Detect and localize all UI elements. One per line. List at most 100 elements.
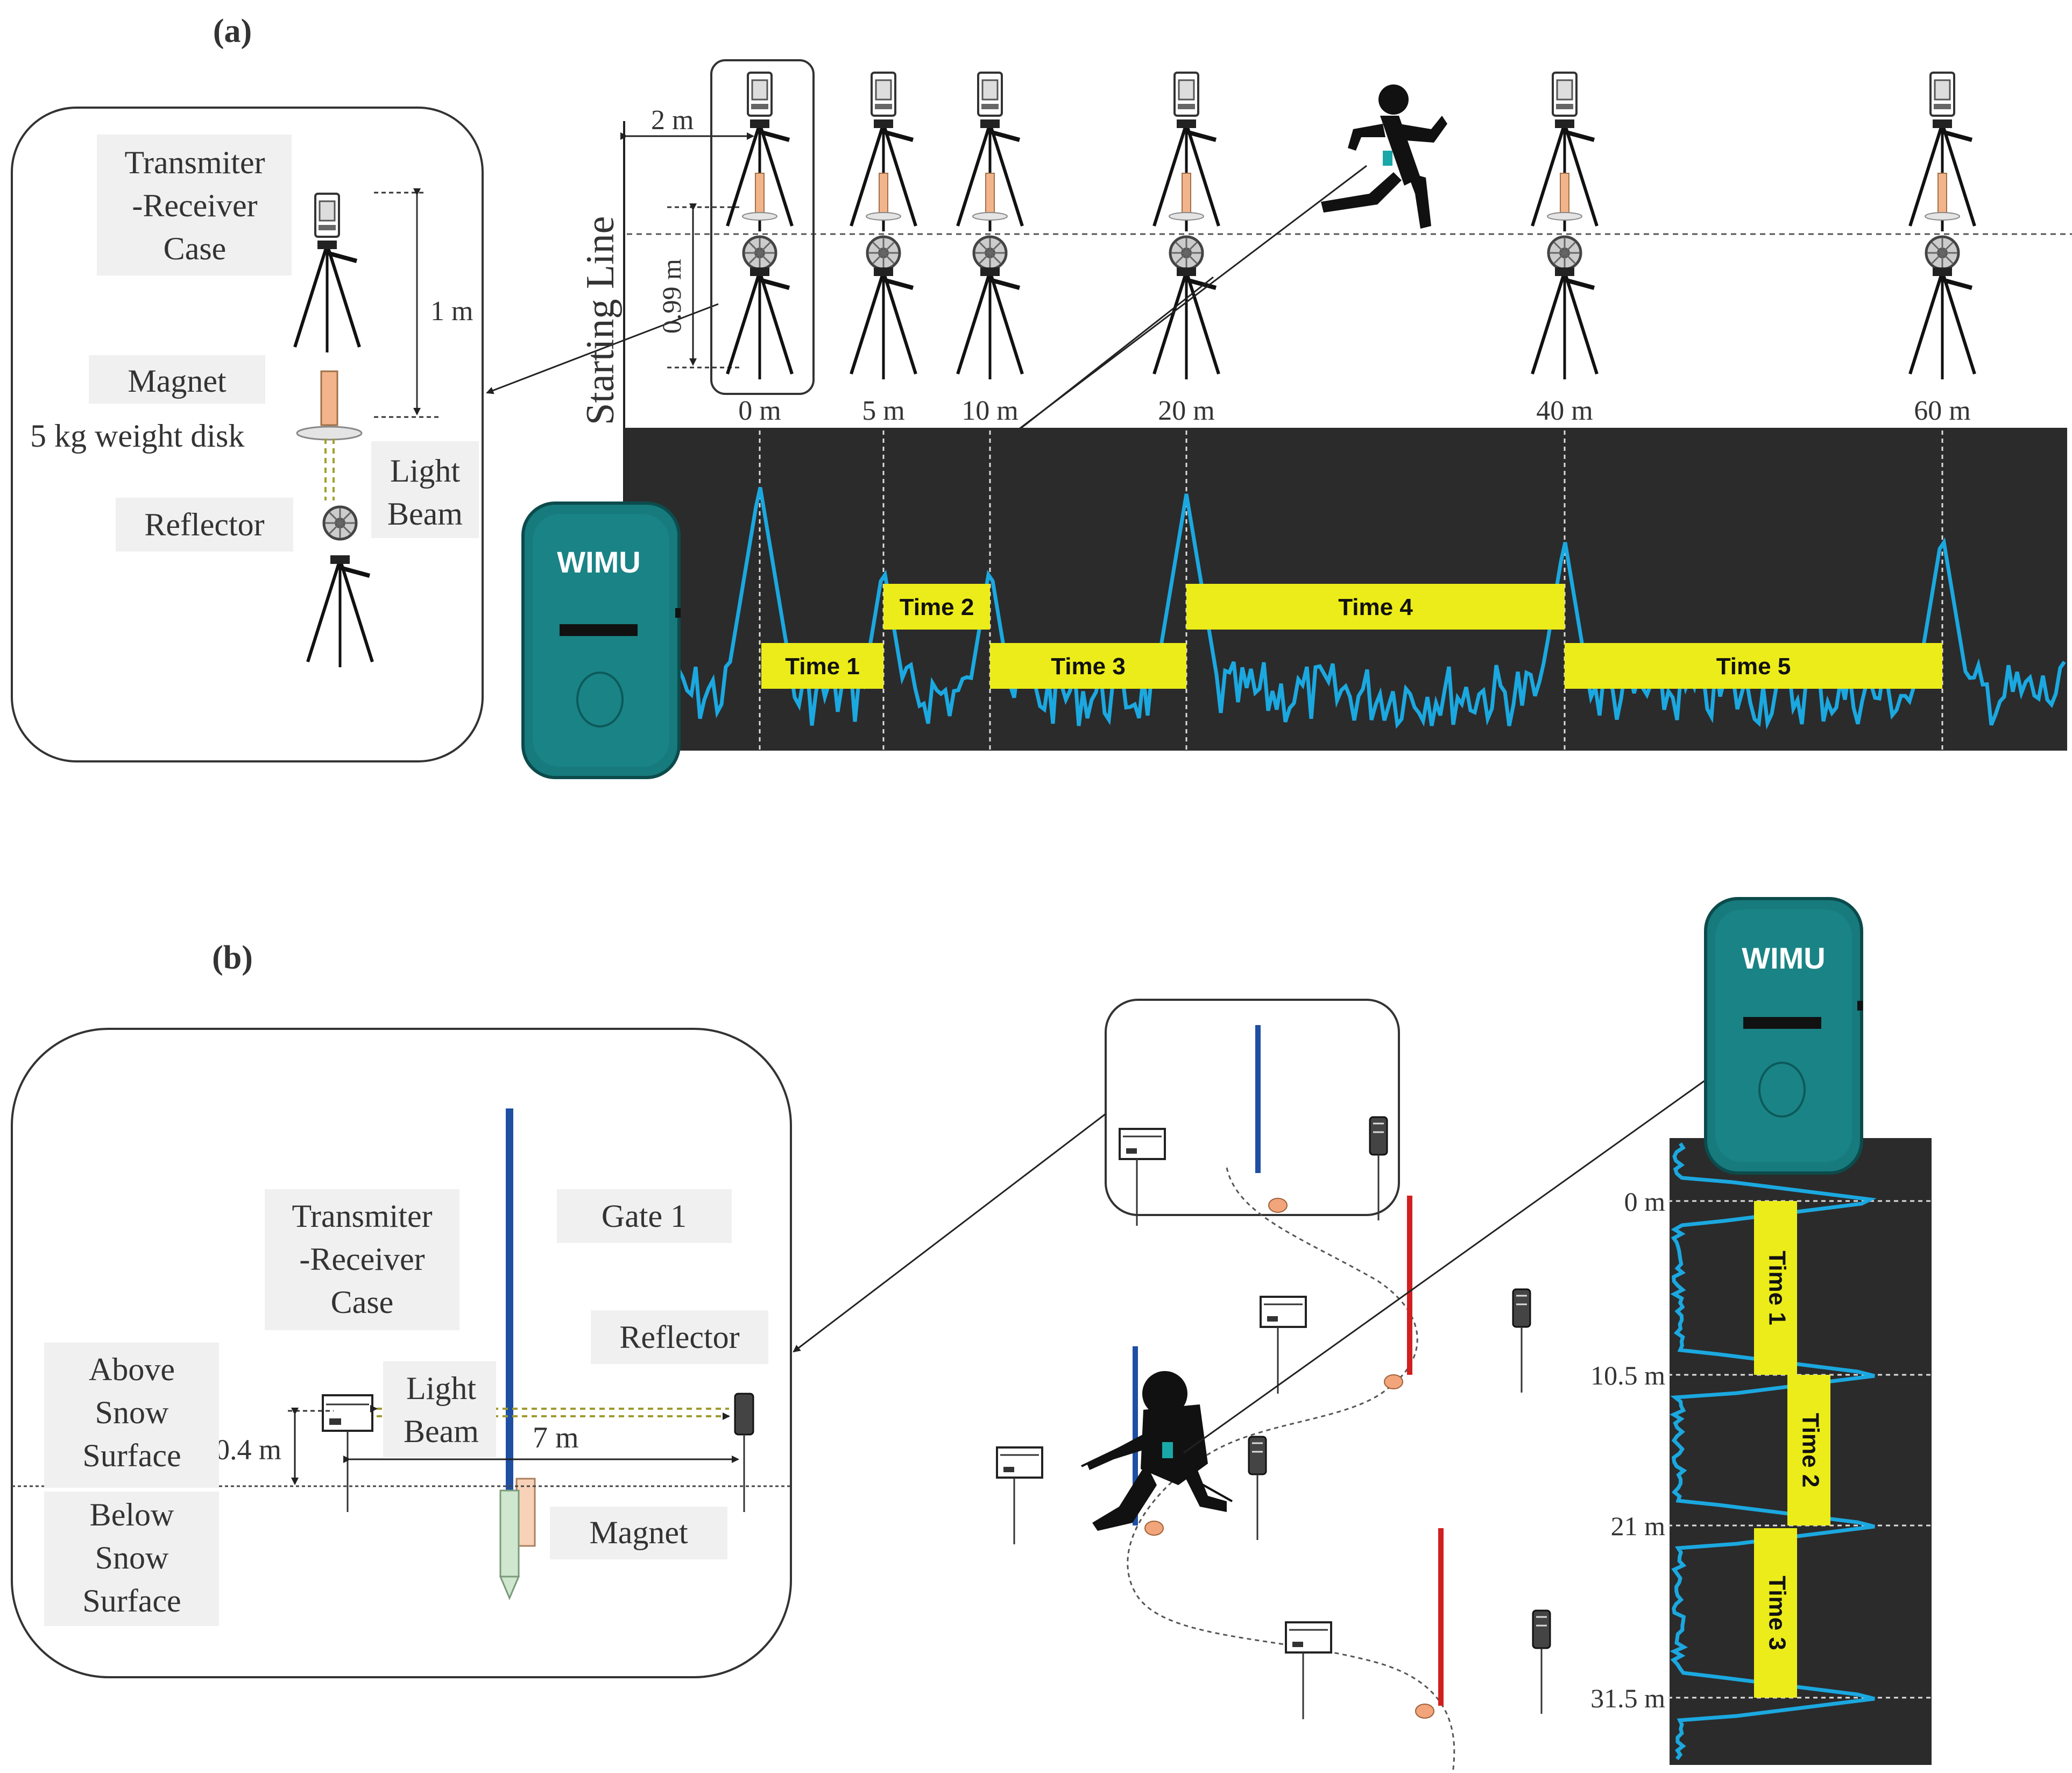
- time-label-a-2: Time 3: [1051, 653, 1126, 680]
- time-box-b-1: [1787, 1375, 1830, 1525]
- station-reflector: [1926, 237, 1958, 269]
- magnet-b: [515, 1478, 536, 1547]
- inset-a-transmitter-line1: Transmiter: [124, 145, 265, 180]
- station-5: [1910, 72, 1975, 379]
- inset-b-transmitter-line3: Case: [331, 1284, 394, 1320]
- inset-b-transmitter-line1: Transmiter: [292, 1198, 432, 1234]
- gate-detail: [1255, 1025, 1288, 1213]
- inset-b-width: 7 m: [533, 1421, 579, 1454]
- inset-b-above-line2: Snow: [95, 1395, 169, 1430]
- gap-label: 0.99 m: [656, 259, 687, 334]
- time-box-a-0: [761, 643, 883, 689]
- station-highlight-box: [710, 59, 815, 395]
- inset-b-below-line2: Snow: [95, 1540, 169, 1576]
- wimu-device-a: [521, 501, 681, 779]
- time-label-b-2: Time 3: [1764, 1576, 1790, 1650]
- station-reflector: [1170, 237, 1203, 269]
- course-reflector-4: [1532, 1609, 1551, 1715]
- panel-b-label: (b): [212, 940, 253, 976]
- wimu-label-a: WIMU: [557, 545, 641, 579]
- inset-a-beam-line1: Light: [390, 453, 460, 489]
- distance-label-a-0: 0 m: [738, 395, 781, 426]
- inset-b-above-line3: Surface: [82, 1438, 181, 1473]
- station-reflector: [744, 237, 776, 269]
- wimu-device-b: [1704, 897, 1863, 1175]
- time-box-b-2: [1754, 1528, 1797, 1698]
- skier-pointer: [1183, 1062, 1731, 1454]
- station-magnet: [879, 173, 888, 216]
- inset-a-magnet: Magnet: [128, 363, 227, 399]
- station-0: [727, 72, 792, 379]
- inset-b-magnet: Magnet: [589, 1515, 688, 1550]
- time-segments-b: Time 1 Time 2 Time 3: [1754, 1201, 1830, 1698]
- magnet-bar: [320, 370, 338, 426]
- course-pointer: [793, 1113, 1106, 1353]
- inset-b-transmitter: [322, 1394, 373, 1512]
- time-label-b-0: Time 1: [1764, 1251, 1790, 1325]
- inset-a-weight: 5 kg weight disk: [30, 418, 244, 454]
- inset-b-below-line3: Surface: [82, 1583, 181, 1619]
- inset-b-beam-line2: Beam: [404, 1414, 479, 1449]
- station-transmitter: [1929, 72, 1955, 117]
- starting-line-label: Starting Line: [578, 216, 623, 425]
- inset-a-reflector-label: Reflector: [144, 507, 264, 542]
- course-gate-2: [1384, 1196, 1412, 1389]
- inset-a-height-label: 1 m: [430, 296, 473, 327]
- station-transmitter: [871, 72, 896, 117]
- inset-a-transmitter-line2: -Receiver: [132, 188, 257, 223]
- station-3: [1154, 72, 1219, 379]
- station-1: [851, 72, 916, 379]
- time-label-a-3: Time 4: [1338, 594, 1413, 620]
- time-box-a-1: [883, 584, 990, 630]
- time-label-a-1: Time 2: [900, 594, 974, 620]
- inset-a-pointer: [486, 303, 719, 394]
- time-box-a-2: [990, 643, 1186, 689]
- time-label-a-0: Time 1: [785, 653, 860, 680]
- time-box-b-0: [1754, 1201, 1797, 1375]
- inset-a-transmitter-line3: Case: [164, 231, 227, 266]
- station-magnet: [1560, 173, 1569, 216]
- distance-label-a-5: 60 m: [1914, 395, 1970, 426]
- station-reflector: [1548, 237, 1581, 269]
- runner-silhouette: [1321, 84, 1447, 229]
- panel-a-label: (a): [213, 13, 252, 50]
- distance-label-a-1: 5 m: [862, 395, 904, 426]
- distance-label-a-2: 10 m: [961, 395, 1018, 426]
- course-transmitter-4: [1285, 1621, 1332, 1720]
- station-magnet: [755, 173, 765, 216]
- inset-b-reflector-label: Reflector: [619, 1319, 739, 1355]
- inset-a-reflector: [324, 507, 356, 539]
- offset-label: 2 m: [651, 105, 694, 136]
- stake-b: [499, 1489, 520, 1578]
- inset-b-gate: Gate 1: [602, 1198, 687, 1234]
- course-reflector-3: [1248, 1436, 1267, 1541]
- inset-b-below-line1: Below: [90, 1497, 174, 1532]
- time-box-a-4: [1565, 643, 1942, 689]
- station-magnet: [985, 173, 995, 216]
- inset-a-beam-line2: Beam: [387, 496, 463, 532]
- course-gate-4: [1415, 1528, 1444, 1719]
- station-2: [958, 72, 1022, 379]
- signal-trace-a: [668, 487, 2066, 730]
- course-transmitter-2: [1260, 1296, 1307, 1395]
- distance-labels-b: 0 m10.5 m21 m31.5 m: [1590, 1186, 1665, 1713]
- station-magnet: [1182, 173, 1191, 216]
- station-transmitter: [977, 72, 1003, 117]
- distance-label-b-0: 0 m: [1624, 1186, 1666, 1217]
- inset-b-transmitter-line2: -Receiver: [299, 1241, 425, 1277]
- signal-guides-a: [759, 430, 1943, 751]
- course-transmitter-3: [996, 1446, 1043, 1545]
- distance-label-b-1: 10.5 m: [1590, 1360, 1665, 1390]
- station-transmitter: [747, 72, 773, 117]
- inset-b-above-line1: Above: [89, 1352, 175, 1387]
- station-reflector: [974, 237, 1006, 269]
- skier-silhouette: [1087, 1371, 1227, 1531]
- wimu-label-b: WIMU: [1742, 941, 1826, 975]
- station-transmitter: [1552, 72, 1578, 117]
- inset-b-height: 0.4 m: [215, 1433, 281, 1466]
- course-detail-box: [1105, 999, 1400, 1216]
- time-label-b-1: Time 2: [1797, 1413, 1823, 1488]
